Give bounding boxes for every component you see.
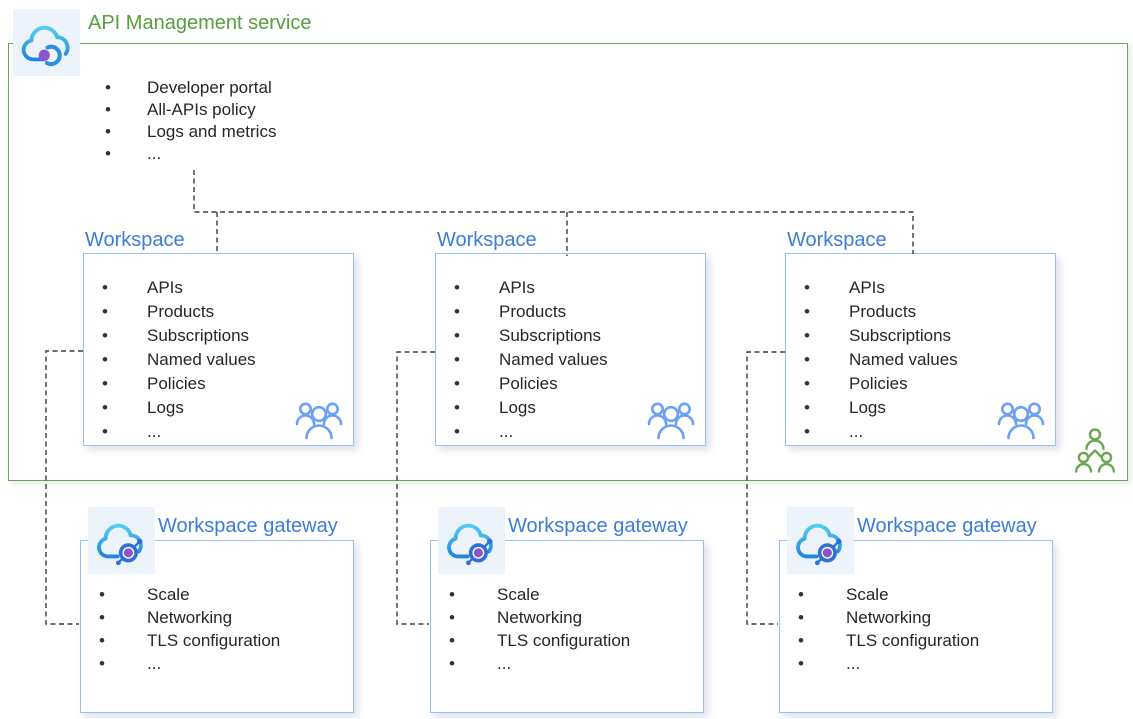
feature-item: ...: [454, 420, 608, 444]
feature-item: Logs and metrics: [105, 121, 276, 143]
workspace-box: APIs Products Subscriptions Named values…: [435, 253, 706, 446]
feature-item: Scale: [798, 583, 979, 606]
feature-item: Scale: [449, 583, 630, 606]
workspace-gateway-title: Workspace gateway: [508, 515, 688, 537]
feature-item: TLS configuration: [99, 629, 280, 652]
api-management-service-title: API Management service: [88, 12, 312, 34]
feature-item: Products: [804, 300, 958, 324]
workspace-gateway-title: Workspace gateway: [158, 515, 338, 537]
workspace-box: APIs Products Subscriptions Named values…: [785, 253, 1056, 446]
feature-item: Named values: [804, 348, 958, 372]
workspace-title: Workspace: [787, 229, 887, 251]
feature-item: ...: [449, 652, 630, 675]
feature-item: APIs: [804, 276, 958, 300]
workspace-feature-list: APIs Products Subscriptions Named values…: [454, 276, 608, 444]
feature-item: Subscriptions: [454, 324, 608, 348]
workspace-feature-list: APIs Products Subscriptions Named values…: [102, 276, 256, 444]
feature-item: ...: [99, 652, 280, 675]
feature-item: Policies: [804, 372, 958, 396]
feature-item: APIs: [102, 276, 256, 300]
feature-item: ...: [105, 143, 276, 165]
feature-item: Products: [454, 300, 608, 324]
feature-item: Named values: [454, 348, 608, 372]
feature-item: TLS configuration: [449, 629, 630, 652]
gateway-feature-list: Scale Networking TLS configuration ...: [449, 583, 630, 675]
feature-item: Logs: [102, 396, 256, 420]
feature-item: Logs: [454, 396, 608, 420]
feature-item: All-APIs policy: [105, 99, 276, 121]
feature-item: Logs: [804, 396, 958, 420]
feature-item: Networking: [798, 606, 979, 629]
team-users-icon: [295, 402, 343, 440]
workspace-gateway-cloud-icon: [795, 523, 842, 565]
feature-item: Developer portal: [105, 77, 276, 99]
feature-item: ...: [798, 652, 979, 675]
team-users-icon: [997, 402, 1045, 440]
team-users-icon: [647, 402, 695, 440]
workspace-title: Workspace: [437, 229, 537, 251]
feature-item: Subscriptions: [102, 324, 256, 348]
organization-users-icon: [1075, 428, 1115, 473]
feature-item: ...: [102, 420, 256, 444]
workspace-gateway-cloud-icon: [96, 523, 143, 565]
feature-item: Named values: [102, 348, 256, 372]
service-feature-list: Developer portal All-APIs policy Logs an…: [105, 77, 276, 165]
workspace-feature-list: APIs Products Subscriptions Named values…: [804, 276, 958, 444]
api-management-cloud-icon: [21, 25, 69, 66]
feature-item: APIs: [454, 276, 608, 300]
feature-item: Products: [102, 300, 256, 324]
api-management-icon: [13, 9, 80, 76]
workspace-box: APIs Products Subscriptions Named values…: [83, 253, 354, 446]
workspace-gateway-icon: [88, 507, 155, 574]
gateway-feature-list: Scale Networking TLS configuration ...: [798, 583, 979, 675]
workspace-title: Workspace: [85, 229, 185, 251]
workspace-gateway-icon: [438, 507, 505, 574]
feature-item: TLS configuration: [798, 629, 979, 652]
workspace-gateway-cloud-icon: [446, 523, 493, 565]
feature-item: Scale: [99, 583, 280, 606]
feature-item: Policies: [454, 372, 608, 396]
feature-item: ...: [804, 420, 958, 444]
feature-item: Policies: [102, 372, 256, 396]
feature-item: Subscriptions: [804, 324, 958, 348]
gateway-feature-list: Scale Networking TLS configuration ...: [99, 583, 280, 675]
workspace-gateway-title: Workspace gateway: [857, 515, 1037, 537]
feature-item: Networking: [99, 606, 280, 629]
api-management-service-container: [8, 43, 1128, 481]
feature-item: Networking: [449, 606, 630, 629]
workspace-gateway-icon: [787, 507, 854, 574]
